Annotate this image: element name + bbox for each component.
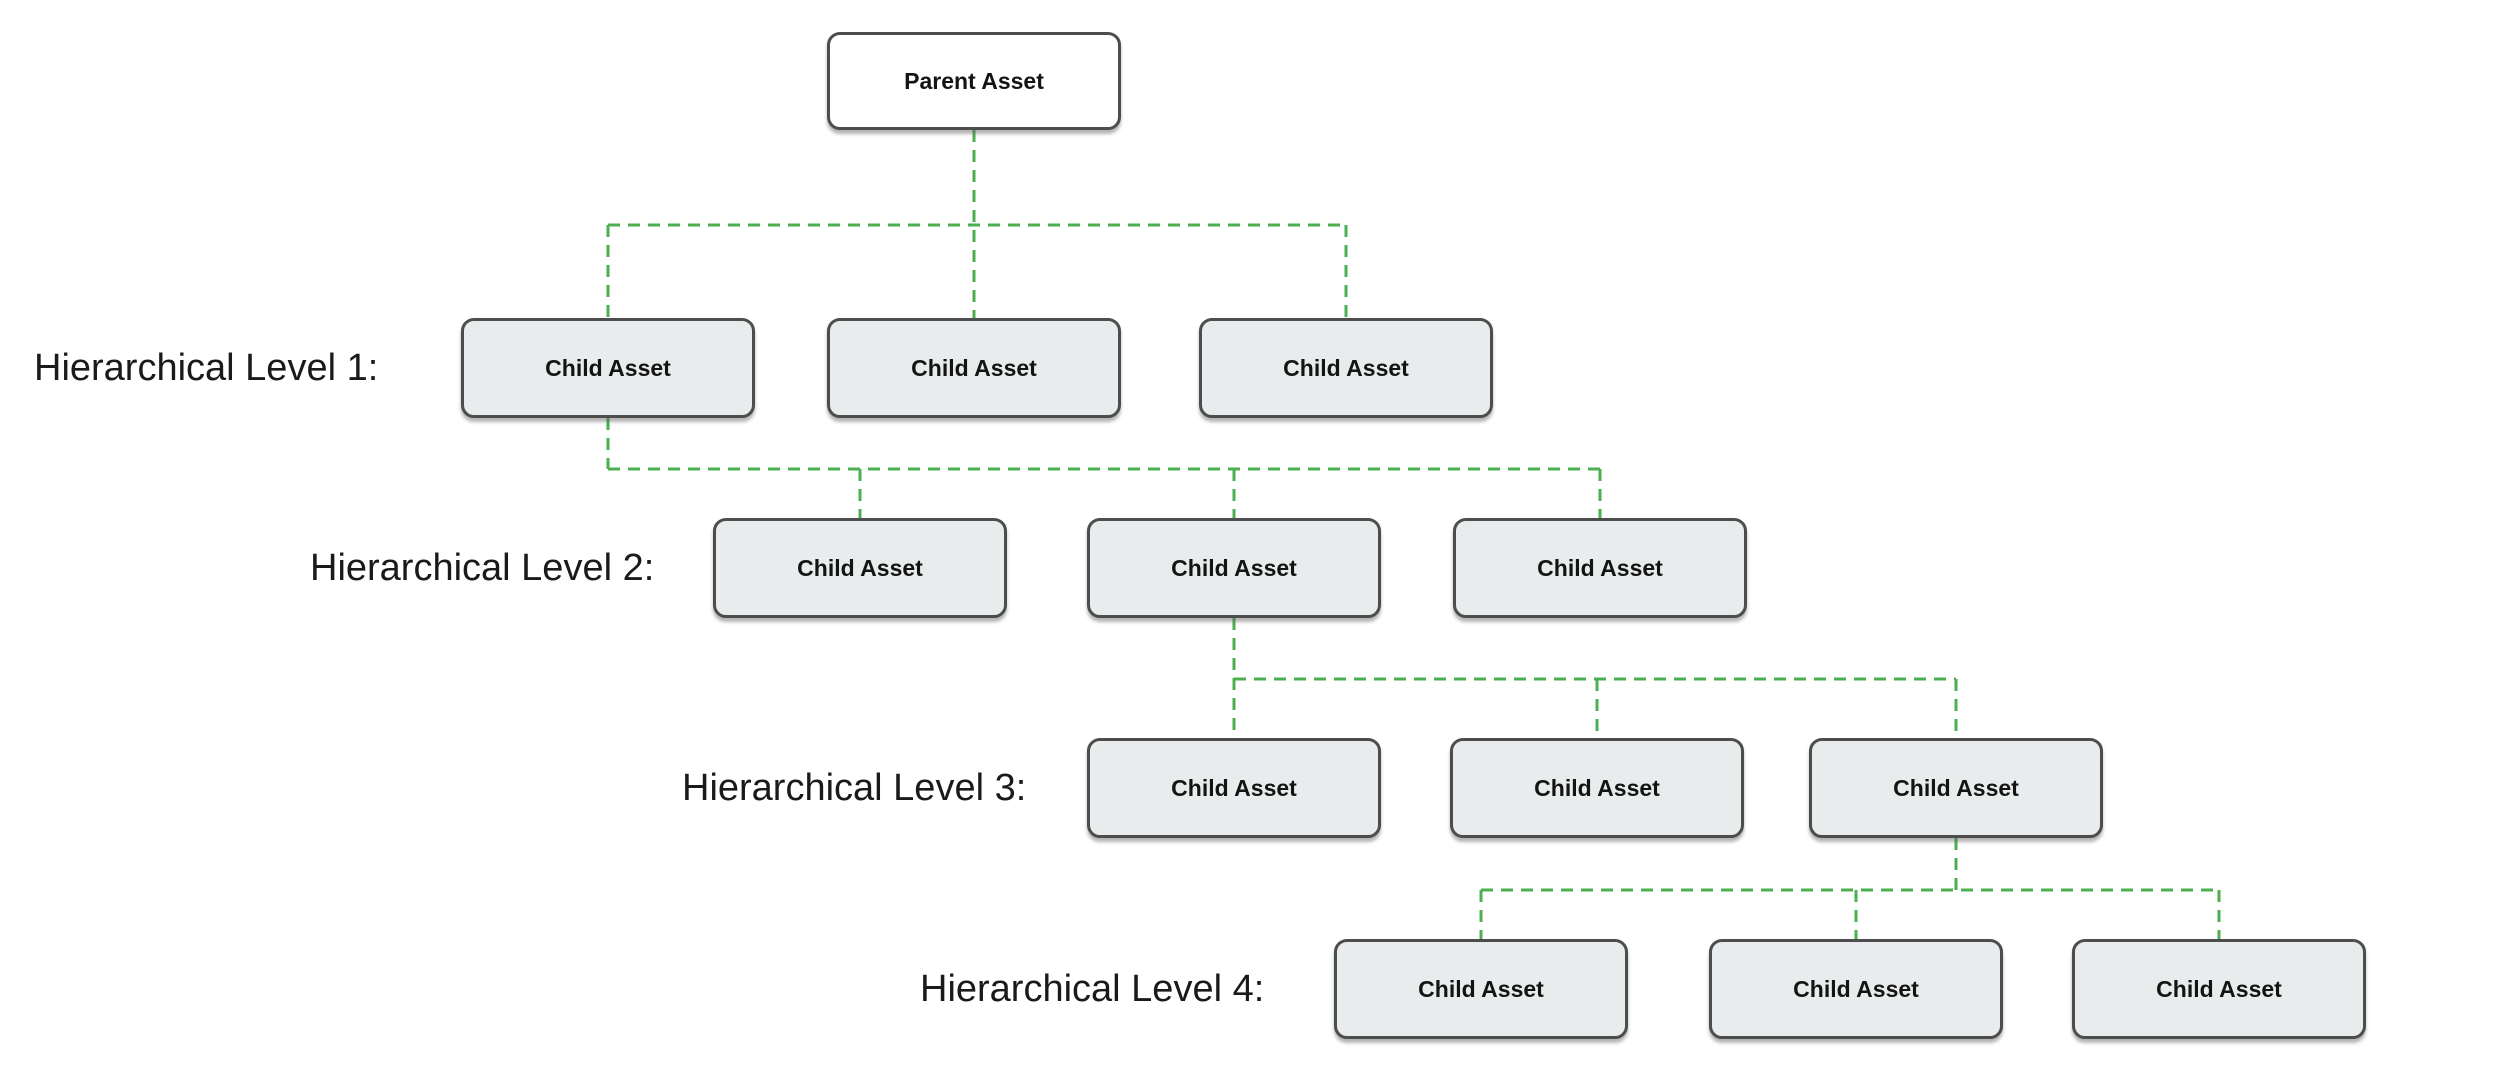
parent-asset-node-label: Parent Asset — [904, 67, 1044, 94]
child-asset-node-label: Child Asset — [2156, 975, 2282, 1002]
child-asset-node-label: Child Asset — [1893, 774, 2019, 801]
child-asset-node-label: Child Asset — [1537, 554, 1663, 581]
parent-asset-node: Parent Asset — [827, 32, 1121, 130]
child-asset-node-label: Child Asset — [1793, 975, 1919, 1002]
level-4-label: Hierarchical Level 4: — [920, 968, 1265, 1010]
child-asset-node-label: Child Asset — [1171, 554, 1297, 581]
child-asset-node-label: Child Asset — [1418, 975, 1544, 1002]
child-asset-node-l4-2: Child Asset — [1709, 939, 2003, 1039]
child-asset-node-l1-1: Child Asset — [461, 318, 755, 418]
child-asset-node-l1-3: Child Asset — [1199, 318, 1493, 418]
child-asset-node-l3-3: Child Asset — [1809, 738, 2103, 838]
child-asset-node-l4-3: Child Asset — [2072, 939, 2366, 1039]
level-2-label: Hierarchical Level 2: — [310, 547, 655, 589]
level-1-label: Hierarchical Level 1: — [34, 347, 379, 389]
child-asset-node-l3-2: Child Asset — [1450, 738, 1744, 838]
child-asset-node-label: Child Asset — [1534, 774, 1660, 801]
child-asset-node-label: Child Asset — [1171, 774, 1297, 801]
child-asset-node-label: Child Asset — [797, 554, 923, 581]
child-asset-node-l1-2: Child Asset — [827, 318, 1121, 418]
child-asset-node-label: Child Asset — [1283, 354, 1409, 381]
child-asset-node-l2-2: Child Asset — [1087, 518, 1381, 618]
child-asset-node-l2-1: Child Asset — [713, 518, 1007, 618]
level-3-label: Hierarchical Level 3: — [682, 767, 1027, 809]
child-asset-node-l4-1: Child Asset — [1334, 939, 1628, 1039]
child-asset-node-label: Child Asset — [911, 354, 1037, 381]
child-asset-node-l3-1: Child Asset — [1087, 738, 1381, 838]
child-asset-node-label: Child Asset — [545, 354, 671, 381]
child-asset-node-l2-3: Child Asset — [1453, 518, 1747, 618]
